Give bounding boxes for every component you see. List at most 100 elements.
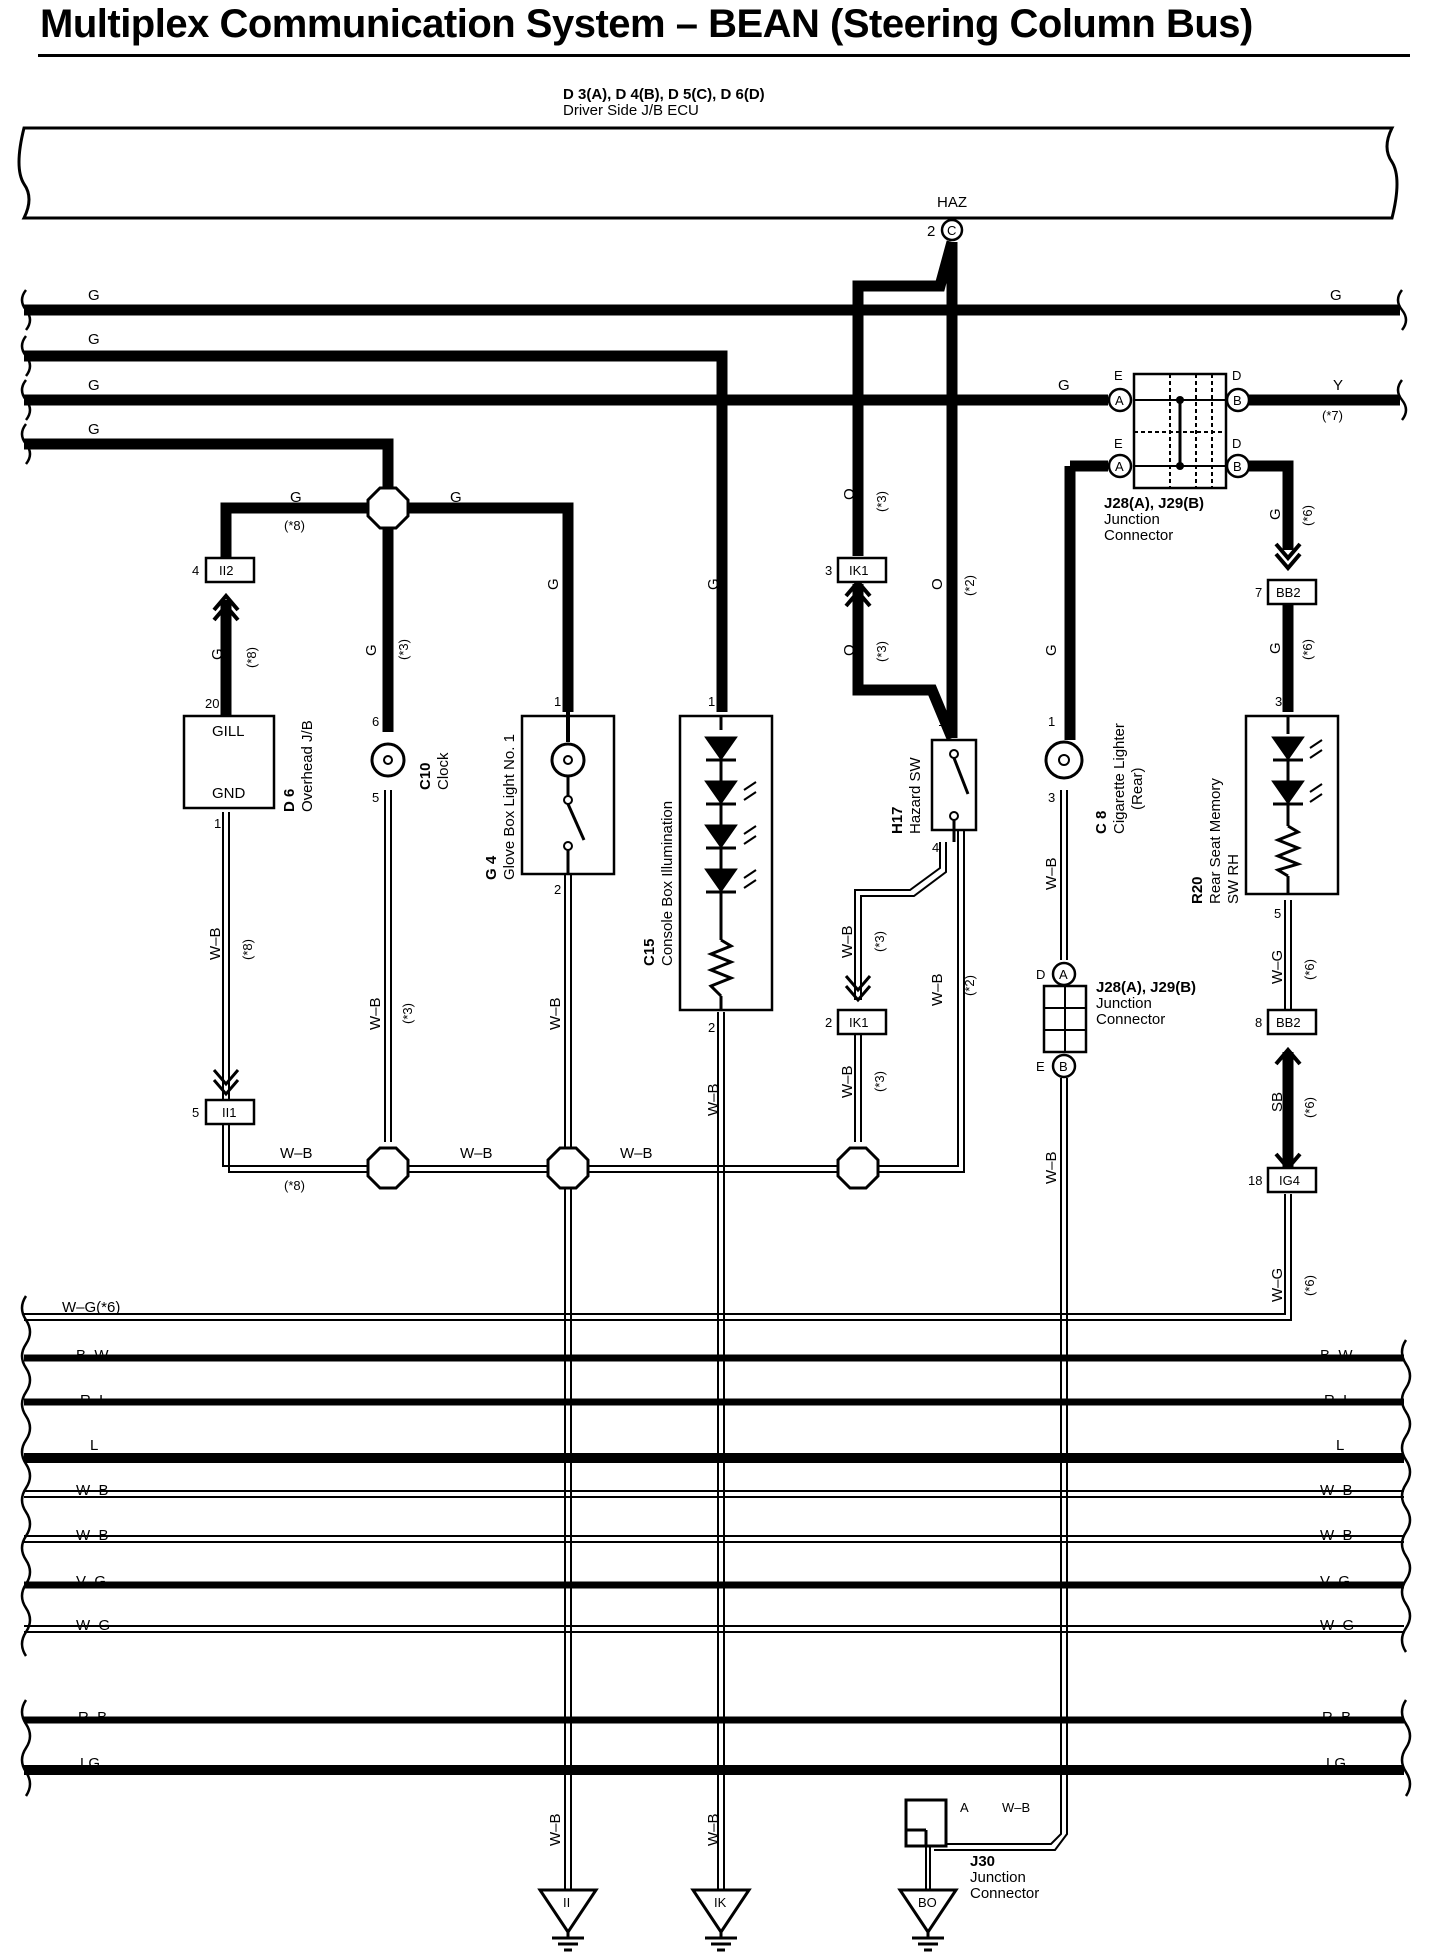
wire-label: G [209,648,226,660]
c15-code: C15 [641,938,658,966]
junction-j30: A W–B J30 Junction Connector [904,1798,1039,1902]
wire-label: G [1043,644,1060,656]
component-h17: 1 4 H17 Hazard SW [889,714,978,855]
lower-bus-label: R–L [1324,1392,1352,1409]
d6-name: Overhead J/B [299,720,316,812]
c8-name: Cigarette Lighter [1111,723,1128,834]
ecu-codes: D 3(A), D 4(B), D 5(C), D 6(D) [563,86,765,103]
wire-label: (*3) [874,491,889,512]
lower-bus-label: W–B [76,1527,109,1544]
c10-name: Clock [435,752,452,790]
pin-ik1-top: 3 [825,563,832,578]
thick-branches [220,240,1294,1170]
bus-g3-note: (*7) [1322,408,1343,423]
wire-label: (*3) [396,639,411,660]
lower-bus-label: B–W [1320,1347,1353,1364]
connector-boxes [204,556,1318,1194]
ecu-box: D 3(A), D 4(B), D 5(C), D 6(D) Driver Si… [17,86,1399,242]
connector-ig4: IG4 [1279,1173,1300,1188]
haz-connector: C [947,223,956,238]
haz-pin: 2 [927,223,935,240]
r20-code: R20 [1189,876,1206,904]
haz-label: HAZ [937,194,967,211]
component-r20: 3 5 R20 Rear Seat Memory SW RH [1189,694,1340,921]
pin-gill: 20 [205,696,219,711]
wire-label: W–B [929,973,946,1006]
wire-label: (*6) [1300,639,1315,660]
wire-label: (*2) [962,575,977,596]
pin-ik1-bottom: 2 [825,1015,832,1030]
d6-gnd: GND [212,785,246,802]
lower-bus-label: W–B [1320,1527,1353,1544]
lower-bus-label: R–B [78,1709,107,1726]
pin-console-bottom: 2 [708,1020,715,1035]
j28-mid-b: B [1059,1059,1068,1074]
bus-g4-left: G [88,421,100,438]
pin-gnd: 1 [214,816,221,831]
pin-ig4: 18 [1248,1173,1262,1188]
lower-bus-labels: W–G(*6) B–W B–W R–L R–L L L W–B W–B W–B … [62,1299,1354,1772]
lower-bus-label: LG [1326,1755,1346,1772]
wire-label: G [705,578,722,590]
lower-bus-label: W–B [76,1482,109,1499]
wire-label: O [841,644,858,656]
wire-label: (*8) [284,518,305,533]
lower-bus-label: V–G [1320,1573,1350,1590]
lower-bus-label: W–G [76,1617,110,1634]
pin-clock-top: 6 [372,714,379,729]
component-d6: GILL GND 20 1 D 6 Overhead J/B [182,696,316,831]
d6-code: D 6 [281,789,298,812]
pin-glove-bottom: 2 [554,882,561,897]
wire-label: (*8) [240,939,255,960]
g4-name: Glove Box Light No. 1 [501,734,518,880]
pin-console-top: 1 [708,694,715,709]
j28-pin-e1: E [1114,368,1123,383]
ground-bo: BO [918,1895,937,1910]
connector-bb2-bottom: BB2 [1276,1015,1301,1030]
wire-label: W–B [207,927,224,960]
j28-a2: A [1115,459,1124,474]
title-rule [38,54,1410,57]
pin-lighter-bottom: 3 [1048,790,1055,805]
j28-b2: B [1233,459,1242,474]
wire-label: G [545,578,562,590]
j28-mid-name: Junction [1096,995,1152,1012]
wire-label: W–B [547,1813,564,1846]
c8-note: (Rear) [1129,767,1146,810]
pin-hazard-top: 1 [938,714,945,729]
pin-glove-top: 1 [554,694,561,709]
lower-bus-label: W–G [1320,1617,1354,1634]
j28-top-code: J28(A), J29(B) [1104,495,1204,512]
j30-name: Junction [970,1869,1026,1886]
lower-bus-label: LG [80,1755,100,1772]
wire-label: W–B [367,997,384,1030]
wire-label: W–B [705,1083,722,1116]
splice-points [366,486,880,1190]
junction-j28-top: A B A B E D E D J28(A), J29(B) Junction … [1104,368,1251,544]
wire-label: G [1267,642,1284,654]
grounds [537,1888,959,1952]
j30-pin: A [960,1800,969,1815]
j28-mid-code: J28(A), J29(B) [1096,979,1196,996]
bus-g3-mid: G [1058,377,1070,394]
c15-name: Console Box Illumination [659,801,676,966]
bus-g1-right: G [1330,287,1342,304]
wire-label: G [450,489,462,506]
wire-label: (*6) [1302,1275,1317,1296]
c8-code: C 8 [1093,811,1110,834]
lower-bus-label: W–G(*6) [62,1299,120,1316]
wire-label: G [290,489,302,506]
d6-gill: GILL [212,723,245,740]
j28-mid-pin-e: E [1036,1059,1045,1074]
r20-name: Rear Seat Memory [1207,778,1224,904]
wire-label: (*6) [1302,1097,1317,1118]
pin-bb2-top: 7 [1255,585,1262,600]
bus-g3-left: G [88,377,100,394]
connector-labels: II2 II1 IK1 IK1 BB2 BB2 IG4 4 5 3 2 7 8 … [192,563,1301,1188]
j28-mid-pin-d: D [1036,967,1045,982]
wire-label: G [1267,508,1284,520]
lower-bus-label: R–B [1322,1709,1351,1726]
j30-code: J30 [970,1853,995,1870]
wire-label: W–B [1043,1151,1060,1184]
wire-label: W–B [547,997,564,1030]
